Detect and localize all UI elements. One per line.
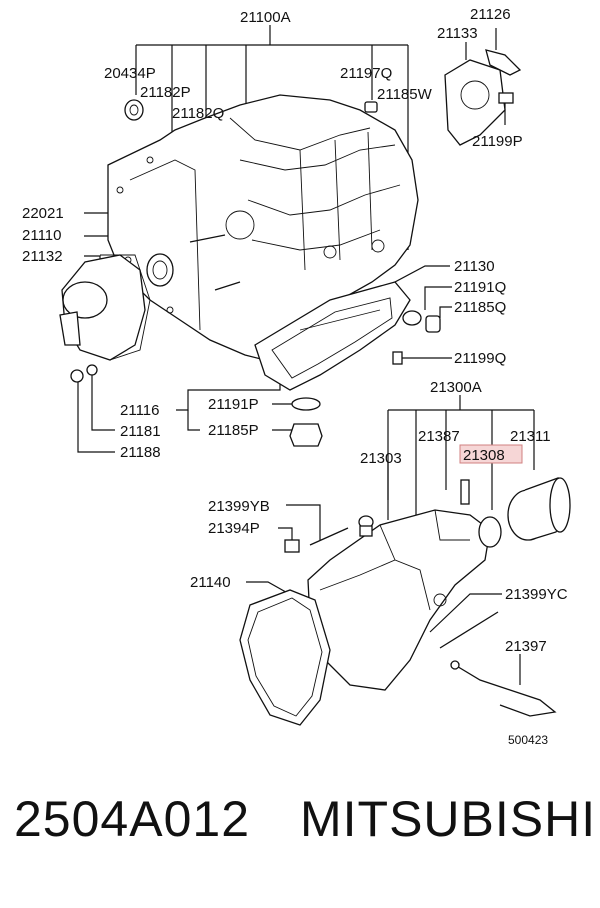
seal-21308-shape	[478, 516, 502, 548]
label-21126[interactable]: 21126	[470, 6, 511, 23]
footer: 2504A012 MITSUBISHI	[0, 790, 600, 880]
label-21303[interactable]: 21303	[360, 450, 402, 467]
label-21185P[interactable]: 21185P	[208, 422, 259, 439]
bracket-21133-shape	[444, 59, 506, 146]
label-20434P[interactable]: 20434P	[104, 65, 156, 82]
label-21199Q[interactable]: 21199Q	[454, 350, 506, 367]
washer-21191q-shape	[402, 310, 422, 326]
part-labels: 21100A 21126 21133 20434P 21197Q 21182P …	[22, 6, 568, 747]
gasket-21140-shape	[239, 589, 331, 726]
plug-21185q-shape	[425, 315, 441, 333]
label-21100A[interactable]: 21100A	[240, 9, 291, 26]
label-21140[interactable]: 21140	[190, 574, 231, 591]
seal-20434p-shape	[124, 99, 144, 121]
label-21311[interactable]: 21311	[510, 428, 551, 445]
label-21197Q[interactable]: 21197Q	[340, 65, 392, 82]
label-21387[interactable]: 21387	[418, 428, 460, 445]
label-21110[interactable]: 21110	[22, 227, 62, 244]
label-21132[interactable]: 21132	[22, 248, 63, 265]
highlight-box	[459, 444, 523, 464]
washer-21181-shape	[86, 364, 98, 376]
label-21133[interactable]: 21133	[437, 25, 478, 42]
plug-21185p-shape	[289, 423, 323, 447]
bolt-21399yb-shape	[309, 527, 349, 546]
label-21199P[interactable]: 21199P	[472, 133, 523, 150]
bolt-21399yc-shape	[439, 611, 499, 649]
label-21399YC[interactable]: 21399YC	[505, 586, 568, 603]
label-21191Q[interactable]: 21191Q	[454, 279, 506, 296]
sensor-21387-shape	[460, 479, 470, 505]
label-21188[interactable]: 21188	[120, 444, 161, 461]
label-21185W[interactable]: 21185W	[377, 86, 433, 103]
dust-cover-21311-shape	[507, 477, 571, 541]
label-21185Q[interactable]: 21185Q	[454, 299, 506, 316]
label-21116[interactable]: 21116	[120, 402, 160, 419]
bolt-21394p-shape	[284, 539, 300, 553]
label-21300A[interactable]: 21300A	[430, 379, 482, 396]
label-21394P[interactable]: 21394P	[208, 520, 260, 537]
label-21308[interactable]: 21308	[463, 447, 505, 464]
clip-21126-shape	[485, 49, 522, 76]
label-22021[interactable]: 22021	[22, 205, 64, 222]
label-21130[interactable]: 21130	[454, 258, 495, 275]
label-21191P[interactable]: 21191P	[208, 396, 259, 413]
part-drawings	[59, 49, 571, 726]
label-21399YB[interactable]: 21399YB	[208, 498, 270, 515]
oil-pan-shape	[254, 281, 411, 391]
parts-diagram: 21100A 21126 21133 20434P 21197Q 21182P …	[22, 6, 571, 747]
plug-21197q-shape	[364, 101, 378, 113]
front-cover-shape	[59, 253, 174, 361]
label-21181[interactable]: 21181	[120, 423, 161, 440]
cable-21397-shape	[454, 664, 557, 717]
brand-name: MITSUBISHI	[300, 791, 597, 847]
figure-code: 500423	[508, 733, 548, 747]
bolt-21199p-shape	[498, 92, 514, 104]
bolt-21199q-shape	[392, 351, 403, 365]
nut-21188-shape	[70, 369, 84, 383]
washer-21191p-shape	[291, 397, 321, 411]
label-21397[interactable]: 21397	[505, 638, 547, 655]
label-21182P[interactable]: 21182P	[140, 84, 191, 101]
extension-housing-shape	[307, 509, 491, 691]
transmission-case-shape	[107, 94, 419, 361]
label-21182Q[interactable]: 21182Q	[172, 105, 224, 122]
part-number: 2504A012	[14, 791, 251, 847]
